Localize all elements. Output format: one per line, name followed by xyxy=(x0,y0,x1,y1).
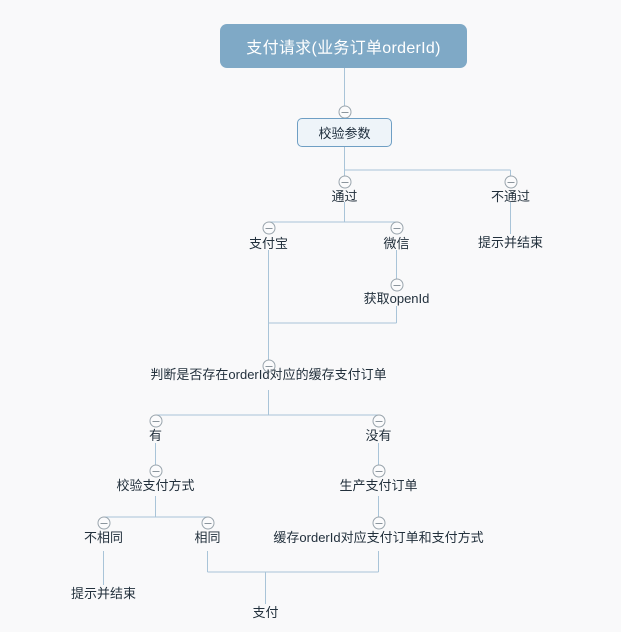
edge-pass-split xyxy=(268,202,397,223)
node-create-order[interactable]: 生产支付订单 xyxy=(339,478,418,493)
node-validate-params[interactable]: 校验参数 xyxy=(297,118,392,147)
node-not-same[interactable]: 不相同 xyxy=(83,530,124,545)
collapse-minus-circle-icon-no-cache[interactable] xyxy=(372,414,385,428)
node-has-cache[interactable]: 有 xyxy=(148,428,163,443)
collapse-minus-circle-icon-has-cache[interactable] xyxy=(149,414,162,428)
node-alipay[interactable]: 支付宝 xyxy=(248,236,289,251)
collapse-minus-circle-icon-openid[interactable] xyxy=(390,278,403,292)
collapse-minus-circle-icon-same[interactable] xyxy=(201,516,214,530)
collapse-minus-circle-icon-alipay[interactable] xyxy=(262,221,275,235)
collapse-minus-circle-icon-validate[interactable] xyxy=(338,105,351,119)
node-get-openid[interactable]: 获取openId xyxy=(363,291,430,306)
collapse-minus-circle-icon-fail[interactable] xyxy=(504,175,517,189)
edge-merge-to-pay xyxy=(207,551,379,573)
node-validate-params-label: 校验参数 xyxy=(318,126,371,141)
collapse-minus-circle-icon-cache-order[interactable] xyxy=(372,516,385,530)
node-same[interactable]: 相同 xyxy=(194,530,221,545)
edge-validate-down xyxy=(344,147,511,171)
edge-merge-to-check-cache xyxy=(268,250,397,324)
edge-check-split xyxy=(155,390,379,416)
node-cache-order[interactable]: 缓存orderId对应支付订单和支付方式 xyxy=(273,530,484,545)
node-pay[interactable]: 支付 xyxy=(252,605,279,620)
collapse-minus-circle-icon-wechat[interactable] xyxy=(390,221,403,235)
node-fail-end[interactable]: 提示并结束 xyxy=(477,235,544,250)
node-check-pay-method[interactable]: 校验支付方式 xyxy=(116,478,195,493)
edge-checkmethod-split xyxy=(103,496,208,518)
collapse-minus-circle-icon-create-order[interactable] xyxy=(372,464,385,478)
node-no-cache[interactable]: 没有 xyxy=(365,428,392,443)
node-not-same-end[interactable]: 提示并结束 xyxy=(70,586,137,601)
collapse-minus-circle-icon-check-pay-method[interactable] xyxy=(149,464,162,478)
collapse-minus-circle-icon-not-same[interactable] xyxy=(97,516,110,530)
node-pass[interactable]: 通过 xyxy=(331,189,358,204)
collapse-minus-circle-icon-check-cache[interactable] xyxy=(262,359,275,373)
node-wechat[interactable]: 微信 xyxy=(383,236,410,251)
node-root[interactable]: 支付请求(业务订单orderId) xyxy=(220,24,467,68)
node-fail[interactable]: 不通过 xyxy=(490,189,531,204)
collapse-minus-circle-icon-pass[interactable] xyxy=(338,175,351,189)
node-check-cache[interactable]: 判断是否存在orderId对应的缓存支付订单 xyxy=(150,367,387,382)
node-root-label: 支付请求(业务订单orderId) xyxy=(246,40,441,57)
